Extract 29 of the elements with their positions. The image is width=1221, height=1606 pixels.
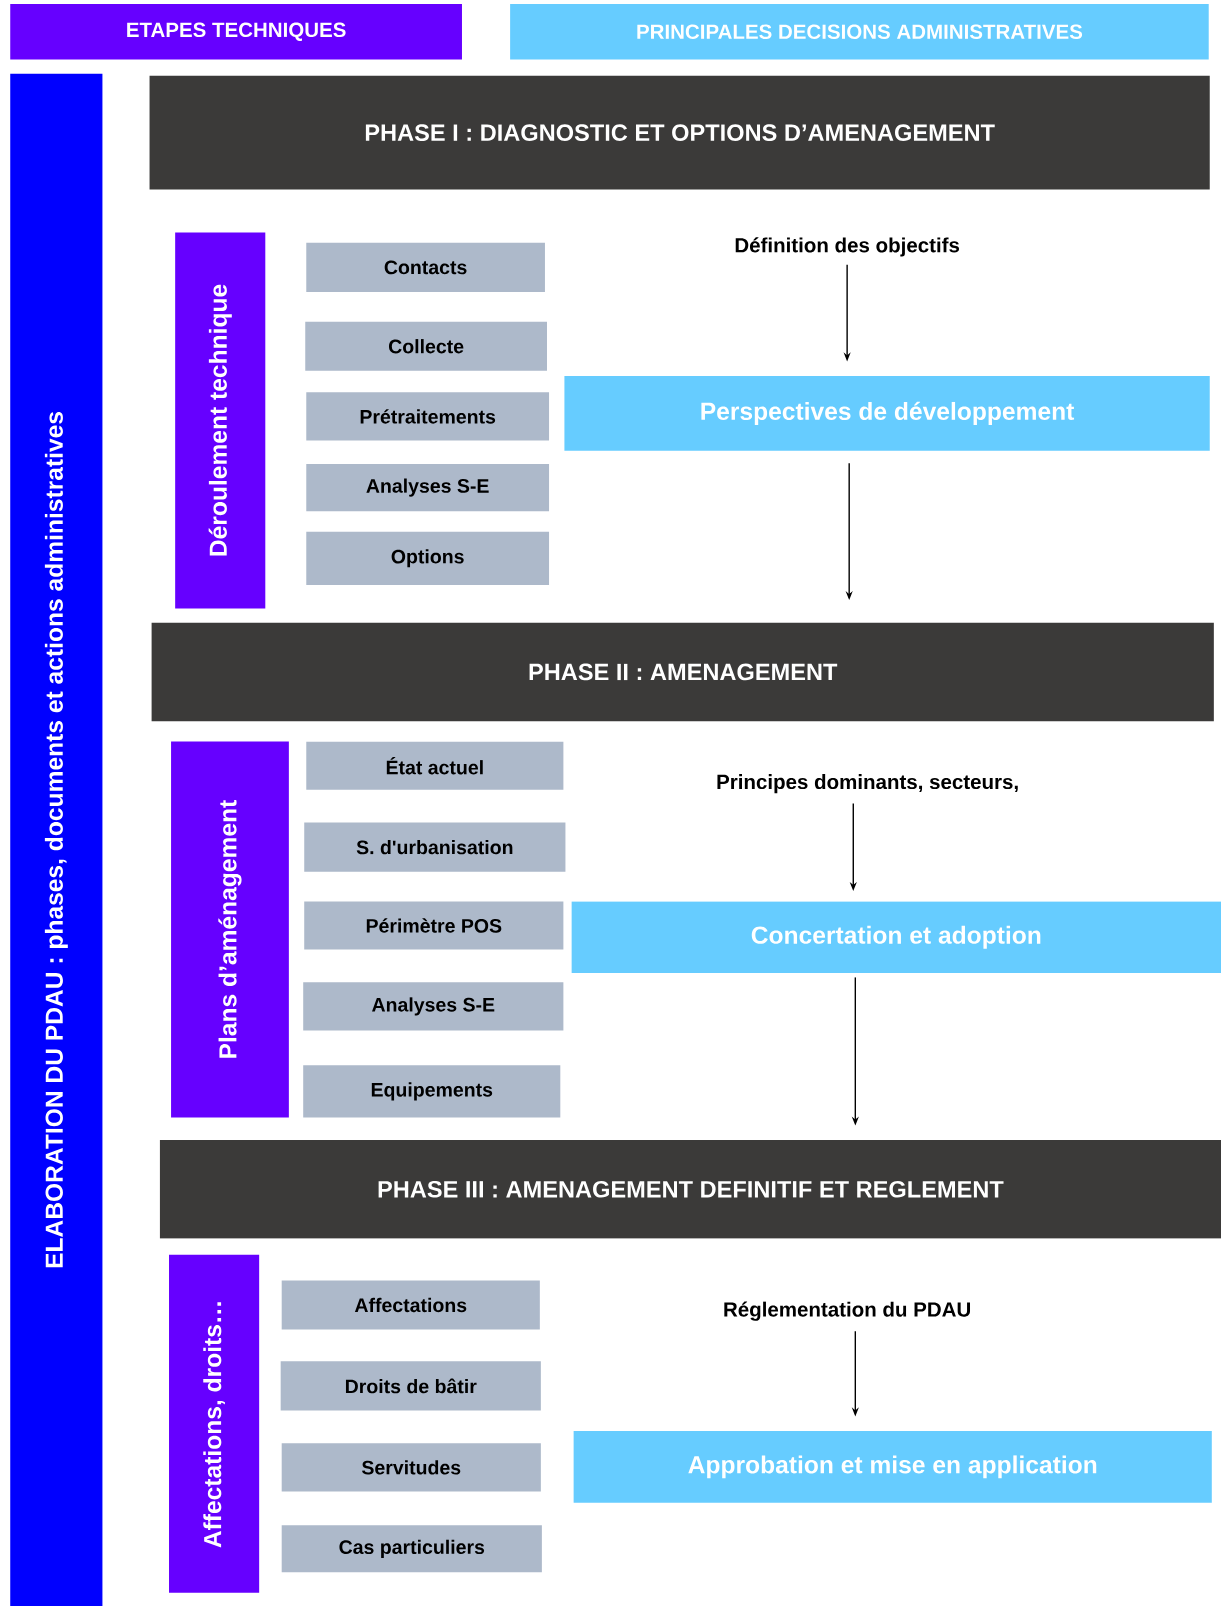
step-box: Equipements [303, 1065, 561, 1118]
step-box: Collecte [305, 321, 547, 371]
header-tab: PRINCIPALES DECISIONS ADMINISTRATIVES [510, 4, 1209, 60]
vertical-banner: Affectations, droits… [169, 1254, 260, 1593]
step-box: Affectations [281, 1280, 540, 1330]
decision-box: Approbation et mise en application [573, 1431, 1212, 1503]
step-box: Périmètre POS [304, 901, 564, 950]
phase-banner: PHASE II : AMENAGEMENT [151, 622, 1214, 722]
step-box: Analyses S-E [306, 464, 550, 512]
vertical-banner: Déroulement technique [175, 232, 266, 609]
step-box: Options [306, 531, 550, 585]
step-box: Cas particuliers [281, 1525, 542, 1573]
step-text: Principes dominants, secteurs, [717, 774, 1018, 794]
step-box: Prétraitements [306, 392, 550, 441]
decision-box: Perspectives de développement [564, 375, 1210, 451]
decision-box: Concertation et adoption [571, 901, 1221, 974]
phase-banner: PHASE III : AMENAGEMENT DEFINITIF ET REGLEMENT [159, 1140, 1221, 1239]
step-box: Servitudes [281, 1443, 541, 1492]
header-tab: ETAPES TECHNIQUES [10, 4, 462, 60]
step-box: S. d'urbanisation [304, 822, 566, 872]
vertical-banner: ELABORATION DU PDAU : phases, documents et actions administratives [10, 73, 103, 1606]
step-box: Droits de bâtir [280, 1361, 541, 1411]
step-box: Analyses S-E [303, 982, 564, 1031]
step-text: Réglementation du PDAU [724, 1301, 970, 1321]
step-text: Définition des objectifs [735, 237, 960, 257]
step-box: État actuel [306, 741, 564, 790]
step-box: Contacts [306, 242, 545, 292]
phase-banner: PHASE I : DIAGNOSTIC ET OPTIONS D’AMENAGEMENT [149, 75, 1210, 190]
vertical-banner: Plans d’aménagement [171, 741, 289, 1118]
